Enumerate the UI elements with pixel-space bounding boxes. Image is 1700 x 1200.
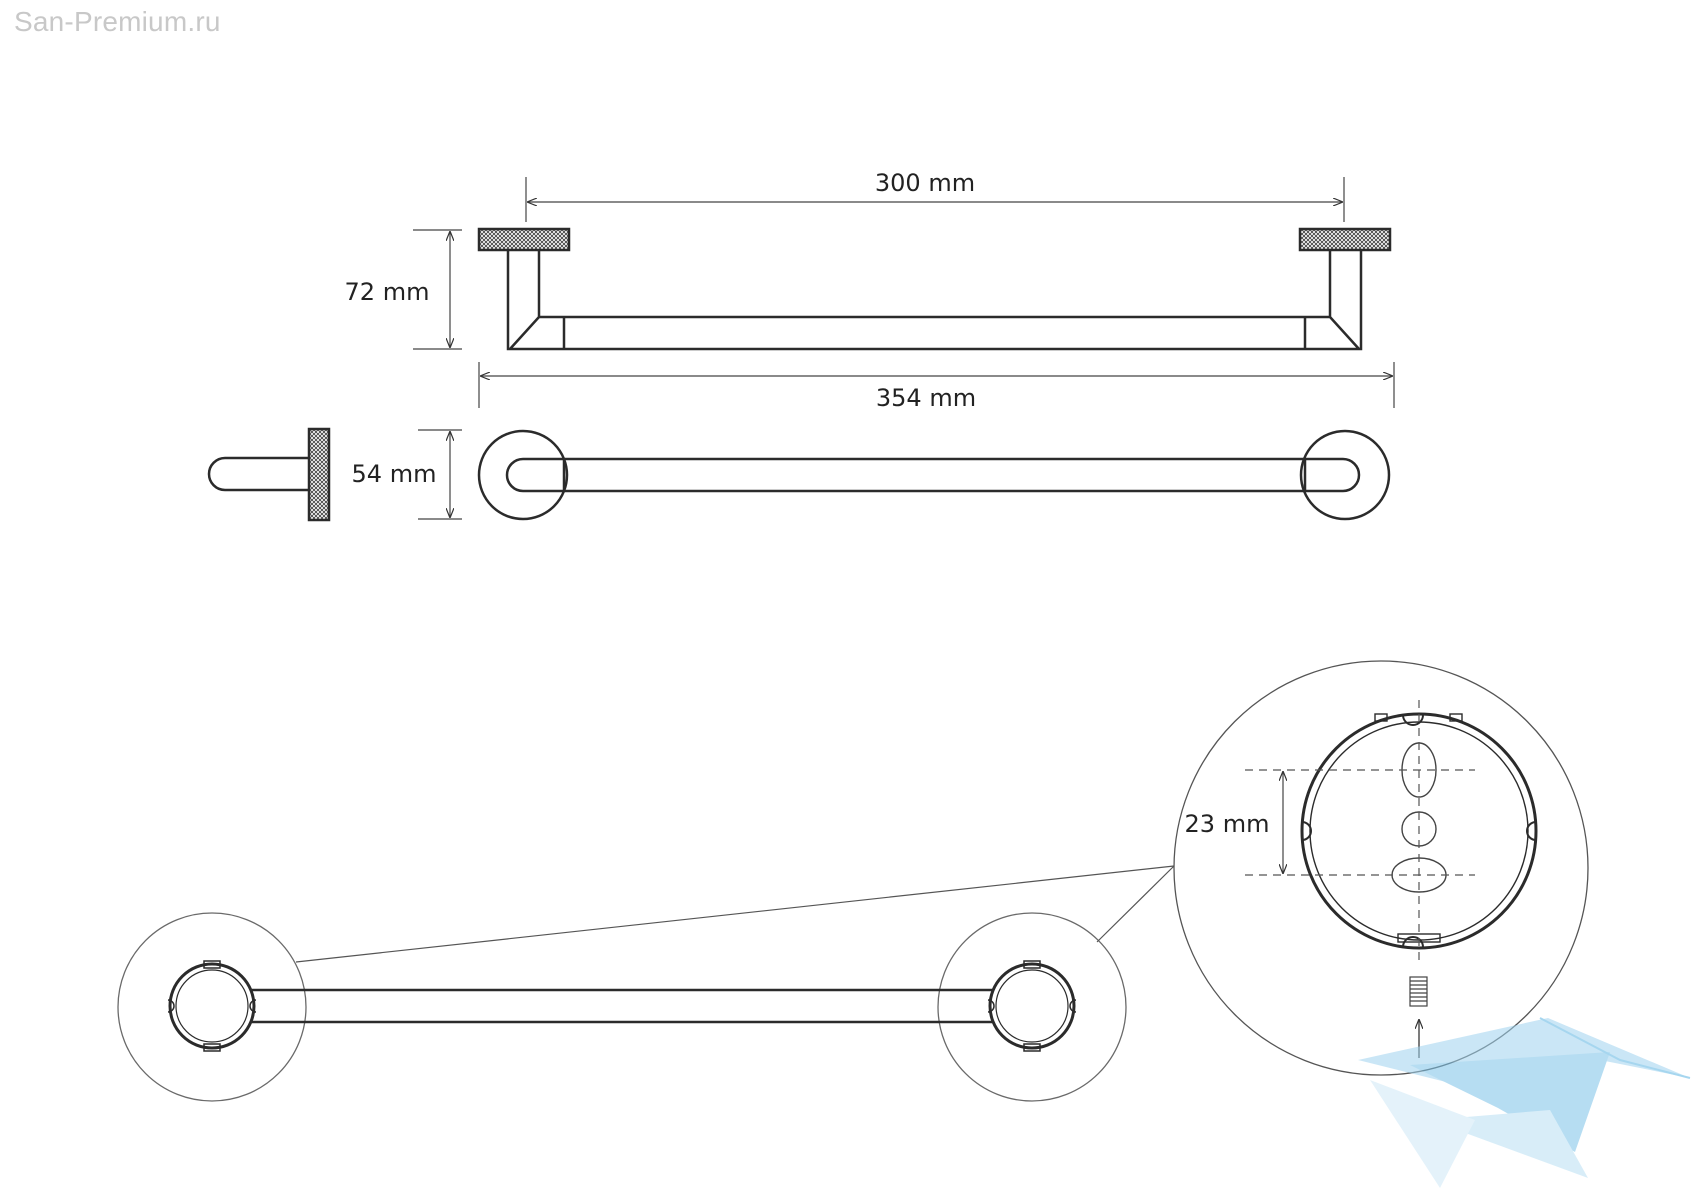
side-view bbox=[207, 427, 462, 522]
dim-354-label: 354 mm bbox=[876, 384, 976, 412]
dim-72-label: 72 mm bbox=[345, 278, 430, 306]
knurled-flange-left-icon bbox=[477, 227, 571, 252]
front-view bbox=[413, 177, 1395, 408]
knurled-flange-right-icon bbox=[1298, 227, 1392, 252]
top-view bbox=[477, 429, 1391, 521]
detail-view bbox=[1173, 660, 1589, 1076]
screw-icon bbox=[1409, 976, 1428, 1007]
back-mount-circle-right bbox=[937, 912, 1127, 1102]
dim-300-label: 300 mm bbox=[875, 169, 975, 197]
detail-circle bbox=[1173, 660, 1589, 1076]
dim-23-label: 23 mm bbox=[1185, 810, 1270, 838]
top-rosette-right bbox=[1299, 429, 1391, 521]
back-view bbox=[117, 865, 1175, 1102]
back-plate-right bbox=[987, 960, 1077, 1052]
top-bar-outline bbox=[505, 457, 1361, 493]
back-plate-left bbox=[167, 960, 257, 1052]
watermark-site: San-Premium.ru bbox=[14, 6, 221, 37]
brand-logo-icon bbox=[1358, 1017, 1691, 1188]
side-arm-outline bbox=[207, 456, 309, 492]
top-rosette-left bbox=[477, 429, 569, 521]
front-bar-outline bbox=[506, 250, 1363, 351]
knurled-flange-side-icon bbox=[307, 427, 331, 522]
dim-54-label: 54 mm bbox=[352, 460, 437, 488]
back-mount-circle-left bbox=[117, 912, 307, 1102]
